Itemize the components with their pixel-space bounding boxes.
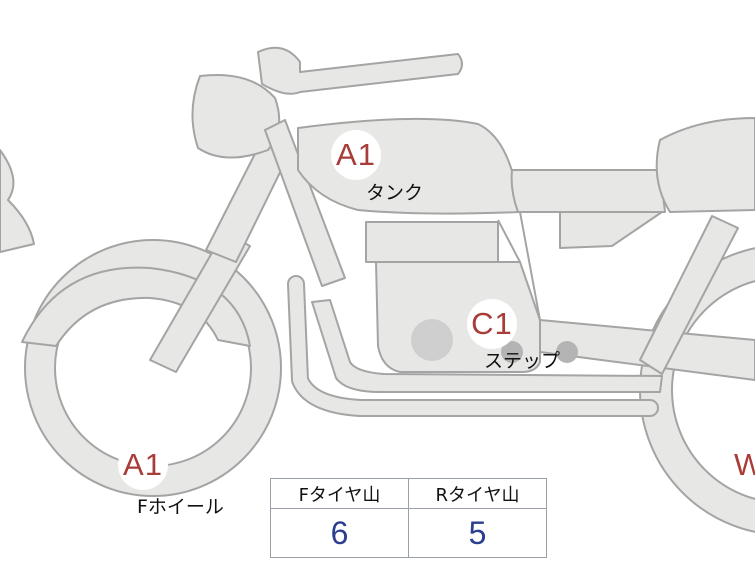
tank-label: タンク [366, 182, 424, 204]
handlebar [257, 46, 463, 95]
step-peg-left [501, 341, 523, 363]
left-edge-shape [0, 149, 35, 253]
tire-tread-table: Fタイヤ山 Rタイヤ山 6 5 [270, 478, 547, 558]
table-row: 6 5 [270, 508, 547, 558]
frame-downtube [264, 119, 346, 287]
step-label: ステップ [484, 350, 561, 372]
front-tire-tread-value: 6 [270, 508, 409, 558]
side-cover [559, 211, 663, 249]
frame-loop-inner [289, 277, 657, 415]
exhaust-pipe [311, 299, 663, 393]
front-wheel-label: Fホイール [137, 496, 224, 518]
tail-cowl [655, 117, 755, 213]
engine-cover [411, 319, 453, 361]
rear-suspension [639, 215, 739, 375]
rear-tire-tread-header: Rタイヤ山 [408, 478, 547, 509]
step-peg-right [556, 341, 578, 363]
table-header-row: Fタイヤ山 Rタイヤ山 [270, 478, 547, 509]
rear-tire-tread-value: 5 [408, 508, 547, 558]
front-fork [149, 231, 251, 373]
headlight [191, 73, 281, 159]
front-wheel-grade-badge: A1 [118, 440, 168, 490]
frame-rear-tube [497, 211, 541, 321]
front-tire-tread-header: Fタイヤ山 [270, 478, 409, 509]
step-grade-badge: C1 [467, 299, 517, 349]
seat [510, 169, 666, 213]
tank-grade-badge: A1 [331, 130, 381, 180]
engine-head [365, 221, 499, 263]
